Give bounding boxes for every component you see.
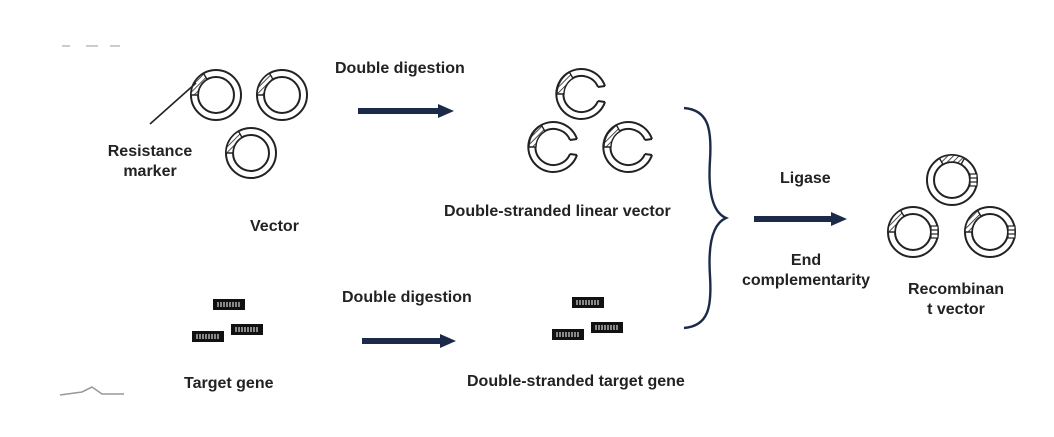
arrow-bottom bbox=[362, 334, 456, 348]
recombinant-vector-line1: Recombinan bbox=[907, 281, 1004, 298]
curly-brace-icon bbox=[683, 106, 730, 330]
plasmid-icon bbox=[256, 69, 308, 121]
plasmid-icon bbox=[887, 206, 939, 258]
resistance-marker-line2: marker bbox=[123, 163, 177, 180]
open-plasmid-icon bbox=[555, 68, 606, 120]
recombinant-vector-label: Recombinan t vector bbox=[896, 280, 1016, 320]
open-plasmid-icon bbox=[527, 121, 578, 173]
faint-artifact-bottom bbox=[59, 386, 124, 396]
recombinant-vector-line2: t vector bbox=[927, 301, 985, 318]
plasmid-icon bbox=[190, 69, 242, 121]
gene-fragment-icon bbox=[213, 299, 245, 310]
plasmid-icon bbox=[225, 127, 277, 179]
end-complementarity-line2: complementarity bbox=[741, 272, 871, 289]
resistance-marker-pointer bbox=[149, 82, 197, 125]
vector-label: Vector bbox=[250, 218, 299, 235]
gene-fragment-icon bbox=[192, 331, 224, 342]
target-gene-ds-label: Double-stranded target gene bbox=[467, 373, 685, 390]
ligase-label: Ligase bbox=[780, 170, 831, 187]
double-digestion-bottom-label: Double digestion bbox=[342, 289, 472, 306]
target-gene-label: Target gene bbox=[184, 375, 274, 392]
gene-fragment-icon bbox=[591, 322, 623, 333]
resistance-marker-line1: Resistance bbox=[107, 143, 193, 160]
resistance-marker-label: Resistance marker bbox=[90, 142, 210, 182]
gene-fragment-icon bbox=[552, 329, 584, 340]
double-digestion-top-label: Double digestion bbox=[335, 60, 465, 77]
arrow-ligase bbox=[754, 212, 847, 226]
linear-vector-label: Double-stranded linear vector bbox=[444, 203, 671, 220]
end-complementarity-line1: End bbox=[790, 252, 822, 269]
plasmid-icon bbox=[964, 206, 1016, 258]
end-complementarity-label: End complementarity bbox=[736, 251, 876, 291]
open-plasmid-icon bbox=[602, 121, 653, 173]
arrow-top bbox=[358, 104, 454, 118]
gene-fragment-icon bbox=[231, 324, 263, 335]
plasmid-icon bbox=[926, 154, 978, 206]
gene-fragment-icon bbox=[572, 297, 604, 308]
